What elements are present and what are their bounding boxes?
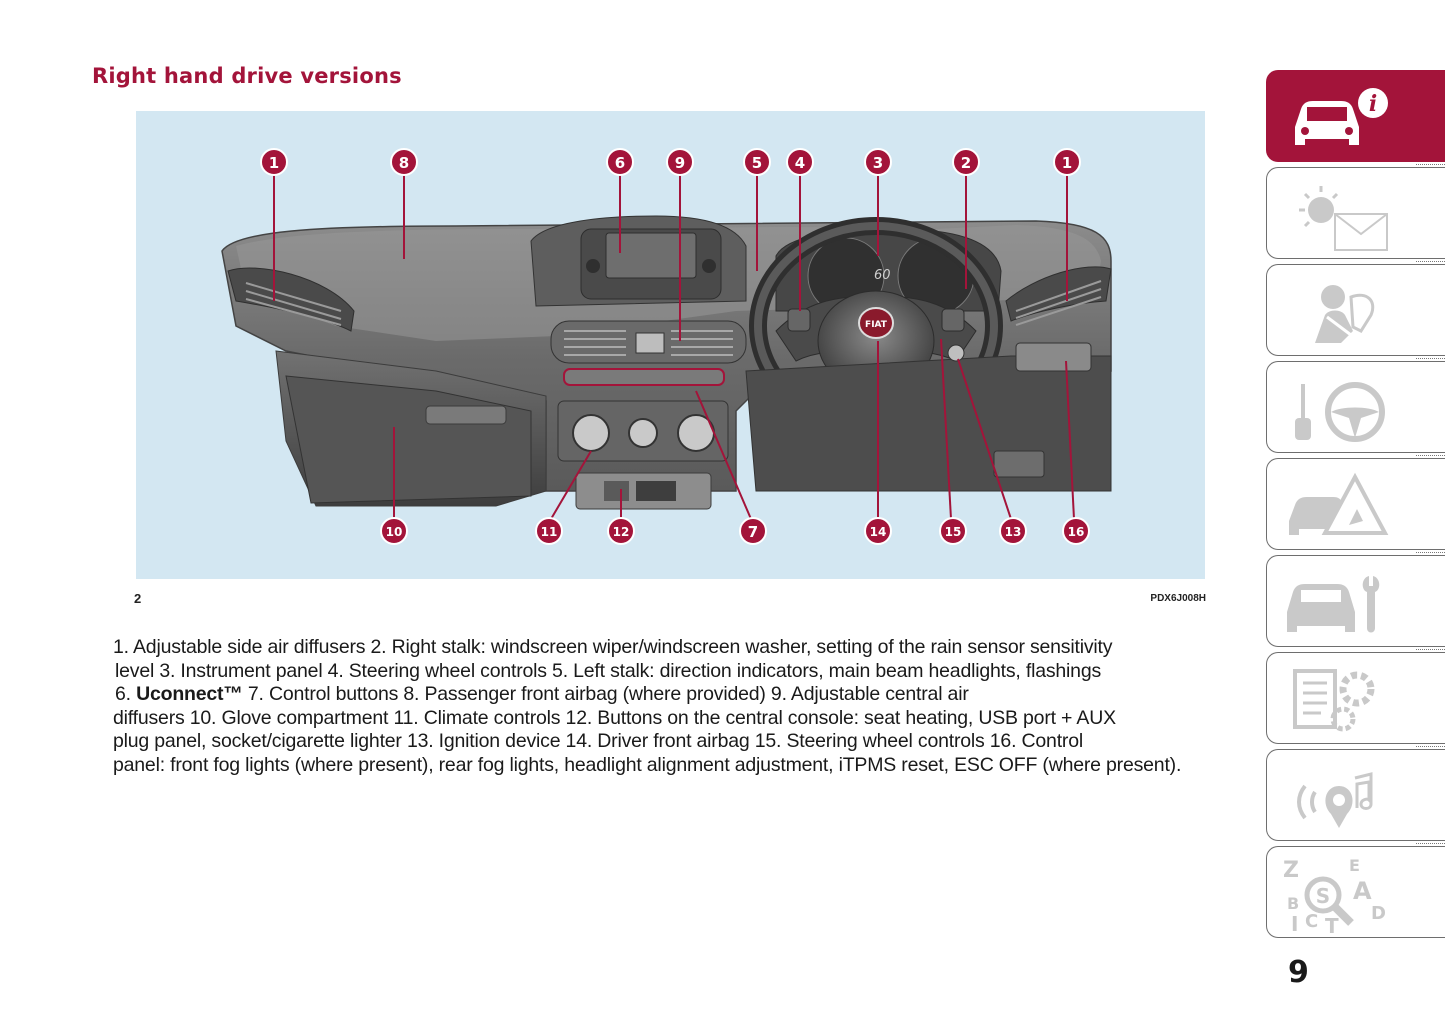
svg-text:9: 9 [675,154,685,172]
figure-number: 2 [134,591,142,606]
svg-text:6: 6 [615,154,625,172]
svg-text:i: i [1369,91,1377,117]
section-title: Right hand drive versions [92,64,402,88]
car-info-icon: i [1295,88,1388,145]
svg-text:11: 11 [541,525,558,539]
caption-line-1: 1. Adjustable side air diffusers 2. Righ… [113,636,1113,658]
uconnect-screen [605,232,697,279]
caption-line-2: level 3. Instrument panel 4. Steering wh… [115,659,1102,682]
svg-text:I: I [1291,912,1298,933]
callout-6: 6 [606,148,634,176]
svg-text:7: 7 [748,523,758,541]
svg-text:3: 3 [873,154,883,172]
callout-2: 2 [952,148,980,176]
callout-1-left: 1 [260,148,288,176]
tab-maintenance[interactable] [1266,555,1445,647]
svg-text:D: D [1371,903,1386,924]
svg-text:A: A [1353,877,1372,905]
caption-line-4: diffusers 10. Glove compartment 11. Clim… [113,706,1116,729]
svg-text:C: C [1305,911,1318,932]
emergency-icon [1289,472,1389,535]
svg-text:16: 16 [1068,525,1085,539]
svg-text:2: 2 [961,154,971,172]
tab-car-info[interactable]: i [1266,70,1445,162]
svg-text:T: T [1325,914,1339,933]
svg-text:12: 12 [613,525,630,539]
dashboard-figure: 60 FIAT [136,111,1205,579]
svg-text:1: 1 [1062,154,1072,172]
callout-9: 9 [666,148,694,176]
tab-safety[interactable] [1266,264,1445,356]
tab-lights-warnings[interactable] [1266,167,1445,259]
page-number: 9 [1288,955,1309,990]
callout-markers: 1 8 6 9 5 4 3 2 1 10 11 12 7 14 15 13 16 [260,148,1090,545]
callout-13: 13 [999,517,1027,545]
svg-text:15: 15 [945,525,962,539]
caption-line-6: panel: front fog lights (where present),… [113,753,1182,776]
callout-3: 3 [864,148,892,176]
fiat-badge-text: FIAT [865,320,888,330]
svg-text:8: 8 [399,154,409,172]
callout-7: 7 [739,517,767,545]
svg-text:14: 14 [870,525,887,539]
figure-caption: 1. Adjustable side air diffusers 2. Righ… [113,636,1253,778]
multimedia-icon [1297,772,1373,828]
fiat-badge [858,307,894,339]
lights-warning-icon [1299,186,1388,251]
svg-text:1: 1 [269,154,279,172]
speed-display: 60 [874,268,891,283]
tab-technical-data[interactable] [1266,652,1445,744]
callout-14: 14 [864,517,892,545]
uconnect-label: Uconnect™ [136,683,243,706]
safety-airbag-icon [1315,285,1375,343]
svg-text:10: 10 [386,525,403,539]
dashboard-illustration: 60 FIAT [221,148,1112,545]
svg-text:S: S [1316,884,1330,908]
callout-5: 5 [743,148,771,176]
tab-index[interactable]: Z E A B D I C T S [1266,846,1445,938]
figure-code: PDX6J008H [1150,593,1206,604]
svg-text:Z: Z [1283,858,1299,883]
tab-multimedia[interactable] [1266,749,1445,841]
caption-line-3: 6. Uconnect™ 7. Control buttons 8. Passe… [115,683,969,706]
index-icon: Z E A B D I C T S [1283,856,1386,933]
callout-1-right: 1 [1053,148,1081,176]
technical-data-icon [1293,669,1375,732]
svg-text:5: 5 [752,154,762,172]
svg-text:13: 13 [1005,525,1022,539]
glove-handle [425,405,507,425]
callout-11: 11 [535,517,563,545]
svg-text:E: E [1349,856,1360,875]
svg-text:4: 4 [795,154,805,172]
svg-text:B: B [1287,894,1299,913]
callout-8: 8 [390,148,418,176]
callout-10: 10 [380,517,408,545]
callout-4: 4 [786,148,814,176]
callout-15: 15 [939,517,967,545]
tab-emergency[interactable] [1266,458,1445,550]
starting-driving-icon [1295,382,1385,442]
maintenance-icon [1287,576,1380,633]
callout-12: 12 [607,517,635,545]
callout-16: 16 [1062,517,1090,545]
tab-starting-driving[interactable] [1266,361,1445,453]
caption-line-5: plug panel, socket/cigarette lighter 13.… [113,730,1083,753]
